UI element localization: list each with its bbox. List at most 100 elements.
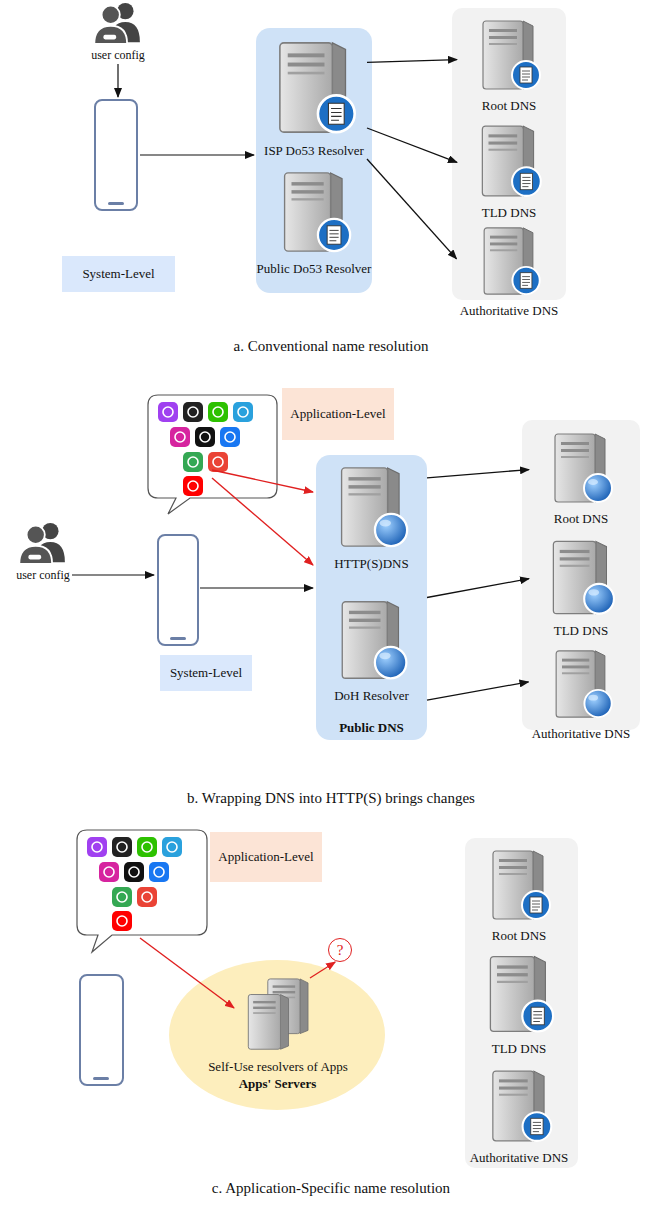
level-label: System-Level [82,266,154,282]
app-glyph [117,892,127,902]
level-label: Application-Level [218,849,313,865]
app-glyph [117,842,127,852]
server-node: Root DNS [457,15,561,114]
server-symbol [254,166,375,258]
server-node: TLD DNS [529,535,633,639]
app-glyph [167,842,177,852]
app-glyph [163,407,173,417]
app-glyph [225,432,235,442]
app-icon [233,402,253,422]
app-glyph [188,457,198,467]
server-symbol [261,35,367,140]
server-node: Root DNS [467,845,571,944]
server-node: ISP Do53 Resolver [261,35,367,159]
app-glyph [200,432,210,442]
level-box: Application-Level [210,832,322,882]
node-label: TLD DNS [554,623,609,639]
app-icon [183,452,203,472]
app-icon [87,837,107,857]
node-label: Public Do53 Resolver [257,261,372,277]
resolution-arrow [367,128,457,162]
unknown-marker: ? [328,938,352,962]
server-node: Authoritative DNS [529,645,634,742]
node-label: DoH Resolver [334,688,409,704]
user-icon: user config [88,2,148,63]
app-glyph [142,892,152,902]
resolution-arrow [367,60,457,63]
resolution-arrow [427,470,529,478]
server-symbol [529,535,633,620]
caption-row: b. Wrapping DNS into HTTP(S) brings chan… [0,790,662,807]
app-icon [183,476,203,496]
app-glyph [188,481,198,491]
app-glyph [117,916,127,926]
app-glyph [238,407,248,417]
server-symbol [457,222,562,300]
server-node: Authoritative DNS [457,222,562,319]
user-symbol [13,522,73,564]
server-node: DoH Resolver [320,595,423,704]
panel-caption: b. Wrapping DNS into HTTP(S) brings chan… [187,790,475,807]
app-icon [124,862,144,882]
node-label: TLD DNS [482,205,537,221]
app-icon [208,452,228,472]
app-glyph [213,457,223,467]
app-icon [137,887,157,907]
node-label: user config [91,48,145,63]
server-node: HTTP(S)DNS [320,461,423,572]
level-label: Application-Level [290,406,385,422]
node-label: Authoritative DNS [460,303,559,319]
server-symbol [467,845,571,925]
server-symbol [529,428,633,508]
resolution-arrow [427,682,529,700]
node-label: user config [16,568,70,583]
server-symbol [320,461,423,553]
app-glyph [129,867,139,877]
server-symbol [457,15,561,95]
app-glyph [175,432,185,442]
server-node: TLD DNS [457,120,561,221]
app-glyph [213,407,223,417]
user-symbol [88,2,148,44]
app-icon [99,862,119,882]
app-glyph [142,842,152,852]
node-label: HTTP(S)DNS [334,556,408,572]
resolution-arrow [367,159,457,259]
level-box: Application-Level [282,388,394,440]
caption-row: a. Conventional name resolution [0,338,662,355]
level-box: System-Level [62,256,175,292]
app-glyph [188,407,198,417]
node-label: Authoritative DNS [532,726,631,742]
app-icon [137,837,157,857]
server-node: Root DNS [529,428,633,527]
app-icon [183,402,203,422]
app-icon [112,837,132,857]
caption-row: c. Application-Specific name resolution [0,1180,662,1197]
server-symbol [467,1065,572,1147]
app-glyph [104,867,114,877]
server-symbol [320,595,423,685]
server-group: Public DNSHTTP(S)DNSDoH Resolver [316,455,427,740]
app-icon [170,427,190,447]
node-label: Root DNS [554,511,609,527]
resolution-arrow [310,962,335,978]
app-icon [208,402,228,422]
app-icon [112,887,132,907]
app-icon [149,862,169,882]
level-label: System-Level [170,665,242,681]
server-symbol [529,645,634,723]
server-symbol [457,120,561,202]
app-icon [158,402,178,422]
app-icon [195,427,215,447]
panel-caption: a. Conventional name resolution [234,338,429,355]
app-glyph [92,842,102,852]
node-label: Root DNS [492,928,547,944]
app-glyph [154,867,164,877]
server-symbol [467,950,571,1038]
app-icon [220,427,240,447]
node-label: ISP Do53 Resolver [264,143,364,159]
level-box: System-Level [160,655,252,691]
node-label: Self-Use resolvers of Apps [208,1059,348,1075]
node-label: Authoritative DNS [470,1150,569,1166]
